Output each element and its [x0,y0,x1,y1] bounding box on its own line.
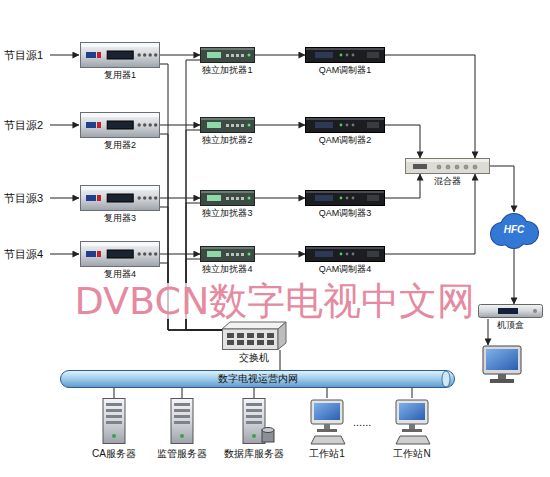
connector [385,125,420,158]
device-label: 复用器3 [104,213,136,223]
device-icon [405,158,490,174]
device-icon [80,112,160,138]
device-label: CA服务器 [92,448,136,460]
device-icon [200,117,255,133]
qam-modulator: QAM调制器2 [305,117,385,133]
connector [160,198,200,199]
device-icon [80,241,160,267]
device-icon [232,398,276,446]
device-label: 数据库服务器 [224,448,284,460]
multiplexer: 复用器1 [80,42,160,68]
device-icon [80,42,160,68]
qam-modulator: QAM调制器3 [305,190,385,206]
device-icon [478,304,543,318]
connector [385,55,475,158]
source-arrows [50,55,79,254]
device-label: 混合器 [434,176,461,186]
server: CA服务器 [92,398,136,446]
source-label: 节目源2 [4,118,43,133]
device-label: QAM调制器1 [319,65,372,75]
connector [160,55,200,56]
qam-modulator: QAM调制器1 [305,47,385,63]
device-label: QAM调制器2 [319,135,372,145]
device-label: 独立加扰器4 [202,264,252,274]
watermark: DVBCN数字电视中文网 [75,283,476,319]
device-icon [305,190,385,206]
device-icon [305,246,385,262]
server: 数据库服务器 [232,398,276,446]
device-icon [305,117,385,133]
device-icon [160,398,204,446]
qam-modulator: QAM调制器4 [305,246,385,262]
device-label: 复用器1 [104,70,136,80]
device-label: 工作站N [393,448,430,460]
node-text: 数字电视运营内网 [218,373,298,385]
device-icon [200,190,255,206]
node-text: HFC [504,224,525,236]
device-label: 独立加扰器1 [202,65,252,75]
multiplexer: 复用器2 [80,112,160,138]
device-icon [92,398,136,446]
source-label: 节目源3 [4,191,43,206]
connector [160,254,200,255]
source-label: 节目源1 [4,48,43,63]
device-label: 独立加扰器2 [202,135,252,145]
server: 监管服务器 [160,398,204,446]
device-label: 复用器4 [104,269,136,279]
network-bus: 数字电视运营内网 [60,370,455,388]
connector [514,248,515,304]
device-icon [305,398,349,446]
mixer: 混合器 [405,158,490,174]
connector [114,388,115,398]
ellipsis: ...... [353,416,371,428]
multiplexer: 复用器4 [80,241,160,267]
multiplexer: 复用器3 [80,185,160,211]
connector [255,198,305,199]
connector [255,254,305,255]
connector [182,388,183,398]
device-label: QAM调制器3 [319,208,372,218]
scrambler: 独立加扰器1 [200,47,255,63]
scrambler: 独立加扰器2 [200,117,255,133]
workstation: 工作站N [390,398,434,446]
source-label: 节目源4 [4,247,43,262]
connector [255,55,305,56]
device-icon [200,47,255,63]
device-icon [80,185,160,211]
connector [385,174,475,254]
device-icon [390,398,434,446]
device-icon [305,47,385,63]
connector [490,166,514,212]
device-label: 工作站1 [309,448,345,460]
connector [160,125,200,126]
device-icon [200,246,255,262]
network-switch: 交换机 [222,322,286,350]
device-label: 独立加扰器3 [202,208,252,218]
connector [254,388,255,398]
connector [385,174,420,198]
device-label: QAM调制器4 [319,264,372,274]
device-icon [222,322,286,350]
watermark-row: DVBCN数字电视中文网 [0,283,550,319]
scrambler: 独立加扰器4 [200,246,255,262]
device-label: 复用器2 [104,140,136,150]
set-top-box: 机顶盒 [478,304,543,318]
device-label: 交换机 [239,352,269,364]
connector [412,388,413,398]
scrambler: 独立加扰器3 [200,190,255,206]
connector [327,388,328,398]
hfc-cloud: HFC [488,212,540,248]
device-label: 监管服务器 [157,448,207,460]
connector [255,125,305,126]
device-label: 机顶盒 [497,320,524,330]
connector [280,350,281,370]
workstation: 工作站1 [305,398,349,446]
